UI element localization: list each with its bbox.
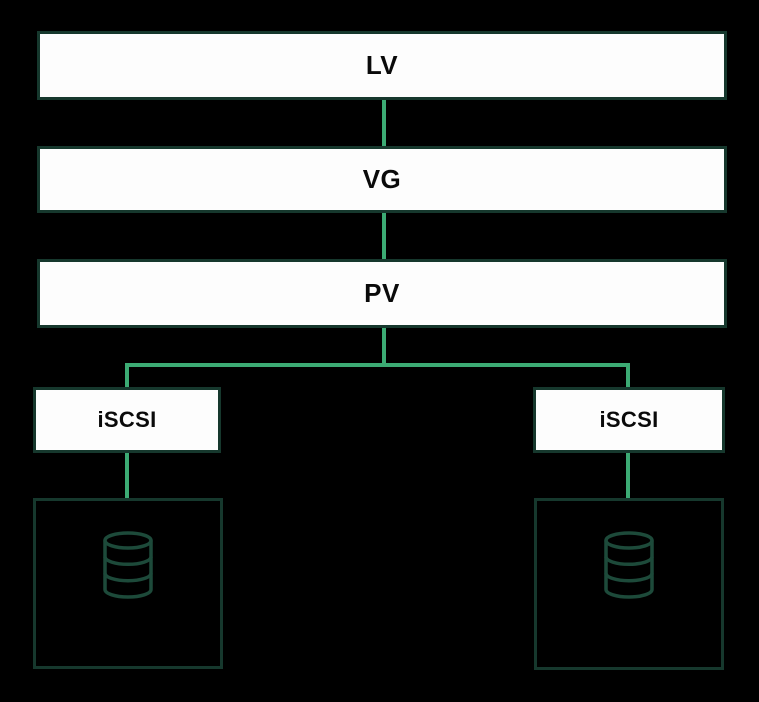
connector-iscsi-right-storage bbox=[626, 453, 630, 498]
node-vg: VG bbox=[37, 146, 727, 213]
connector-branch-right-drop bbox=[626, 363, 630, 387]
connector-lv-vg bbox=[382, 100, 386, 146]
node-lv: LV bbox=[37, 31, 727, 100]
node-pv: PV bbox=[37, 259, 727, 328]
node-pv-label: PV bbox=[364, 278, 400, 308]
connector-iscsi-left-storage bbox=[125, 453, 129, 498]
connector-branch-horizontal bbox=[125, 363, 630, 367]
node-lv-label: LV bbox=[365, 50, 399, 80]
database-icon bbox=[604, 531, 654, 599]
node-iscsi-left-label: iSCSI bbox=[97, 407, 157, 432]
node-iscsi-right: iSCSI bbox=[533, 387, 725, 453]
node-iscsi-left: iSCSI bbox=[33, 387, 221, 453]
connector-vg-pv bbox=[382, 213, 386, 259]
connector-pv-branch-stem bbox=[382, 328, 386, 367]
node-vg-label: VG bbox=[362, 164, 402, 194]
node-iscsi-right-label: iSCSI bbox=[599, 407, 659, 432]
storage-box-right bbox=[534, 498, 724, 670]
connector-branch-left-drop bbox=[125, 363, 129, 387]
storage-box-left bbox=[33, 498, 223, 669]
database-icon bbox=[103, 531, 153, 599]
